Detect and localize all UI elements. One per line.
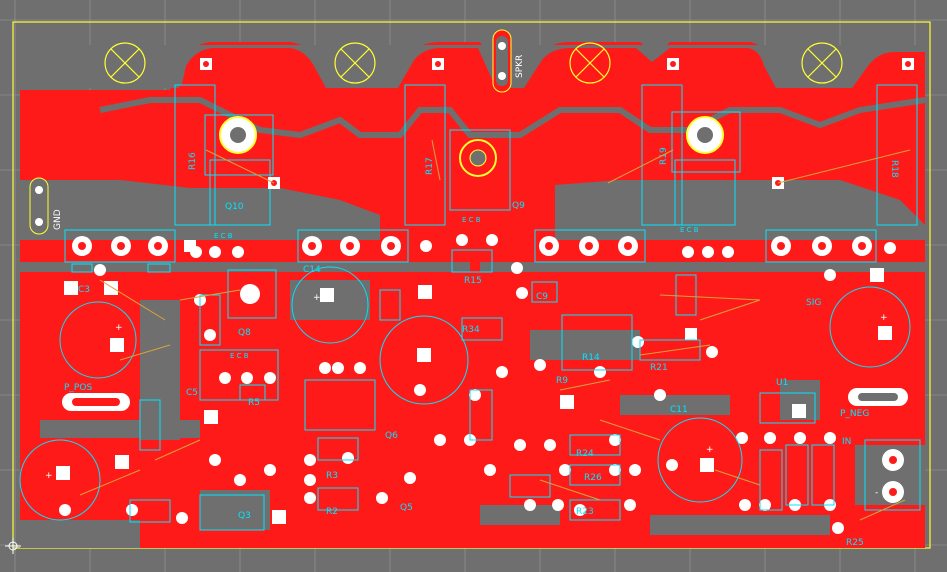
cap-c14: + C14 — [291, 265, 369, 344]
r24-label: R24 — [576, 449, 594, 459]
u1-label: U1 — [776, 378, 788, 388]
cap-c12-plus: + — [115, 323, 123, 333]
square-pads[interactable] — [56, 240, 892, 524]
q9-transistor[interactable]: Q9 R17 — [425, 129, 525, 211]
r2-label: R2 — [326, 507, 338, 517]
small-pads[interactable] — [59, 234, 896, 534]
r25-label: R25 — [846, 538, 864, 548]
spkr-connector[interactable]: SPKR — [492, 29, 525, 93]
r15-label: R15 — [464, 276, 482, 286]
q8-label: Q8 — [238, 328, 251, 338]
r3-label: R3 — [326, 471, 338, 481]
origin-marker — [5, 538, 21, 554]
cap-c11: + — [829, 286, 911, 368]
mount-hole-4 — [801, 42, 843, 84]
cap-c10-plus: + — [706, 445, 714, 455]
cap-c11-plus: + — [880, 313, 888, 323]
r16-label: R16 — [188, 152, 198, 170]
q3-label: Q3 — [238, 511, 251, 521]
input-minus-label: - — [875, 488, 878, 498]
q11-transistor[interactable]: R19 — [659, 111, 741, 226]
cap-c12: + — [59, 301, 137, 379]
r18-label: R18 — [889, 160, 899, 178]
output-pad-row[interactable] — [64, 229, 877, 263]
copper-layer[interactable] — [20, 42, 925, 548]
p-neg-connector[interactable]: P_NEG — [840, 388, 908, 419]
spkr-label: SPKR — [515, 55, 525, 78]
r26-label: R26 — [584, 473, 602, 483]
r17-label: R17 — [425, 157, 435, 175]
gnd-connector[interactable]: GND — [29, 177, 63, 235]
q6-label: Q6 — [385, 431, 398, 441]
r23-label: R23 — [576, 507, 594, 517]
cap-c14-plus: + — [313, 293, 321, 303]
gnd-label: GND — [53, 209, 63, 230]
p-neg-label: P_NEG — [840, 409, 869, 419]
c14-label: C14 — [303, 265, 321, 275]
c9-label: C9 — [536, 292, 548, 302]
mount-hole-2 — [334, 42, 376, 84]
p-pos-connector[interactable]: P_POS — [62, 383, 130, 411]
ecb-label-q9: E C B — [462, 216, 481, 224]
r21-label: R21 — [650, 363, 668, 373]
cap-c1: + — [19, 439, 101, 521]
silkscreen-labels: Q8 R15 C9 R34 R14 R21 C11 R24 R26 R23 R2… — [78, 216, 864, 548]
mount-hole-3 — [569, 42, 611, 84]
c11-label: C11 — [670, 405, 688, 415]
r14-label: R14 — [582, 353, 600, 363]
electrolytic-caps[interactable]: + + C14 + + + — [19, 265, 911, 521]
top-resistors[interactable]: R18 — [174, 84, 918, 226]
r19-label: R19 — [659, 147, 669, 165]
r9-label: R9 — [556, 376, 568, 386]
r5-label: R5 — [248, 398, 260, 408]
q9-label: Q9 — [512, 201, 525, 211]
pads-top[interactable] — [200, 58, 914, 189]
c5-label: C5 — [186, 388, 198, 398]
cap-c1-plus: + — [45, 471, 53, 481]
sig-label: SIG — [806, 298, 821, 308]
component-outlines — [71, 249, 835, 531]
q5-label: Q5 — [400, 503, 413, 513]
ecb-label-q11: E C B — [680, 226, 699, 234]
ecb-label-q8: E C B — [230, 352, 249, 360]
cap-c10: + — [657, 417, 743, 503]
q10-transistor[interactable]: Q10 R16 — [188, 114, 274, 226]
r34-label: R34 — [462, 325, 480, 335]
q10-label: Q10 — [225, 202, 244, 212]
c3-label: C3 — [78, 285, 90, 295]
in-label: IN — [842, 437, 851, 447]
mounting-holes[interactable] — [104, 42, 843, 84]
cap-c15 — [379, 315, 469, 405]
ratsnest — [79, 139, 911, 521]
mount-hole-1 — [104, 42, 146, 84]
p-pos-label: P_POS — [64, 383, 92, 393]
input-connector[interactable]: - — [864, 439, 921, 511]
ecb-label-q10: E C B — [214, 232, 233, 240]
